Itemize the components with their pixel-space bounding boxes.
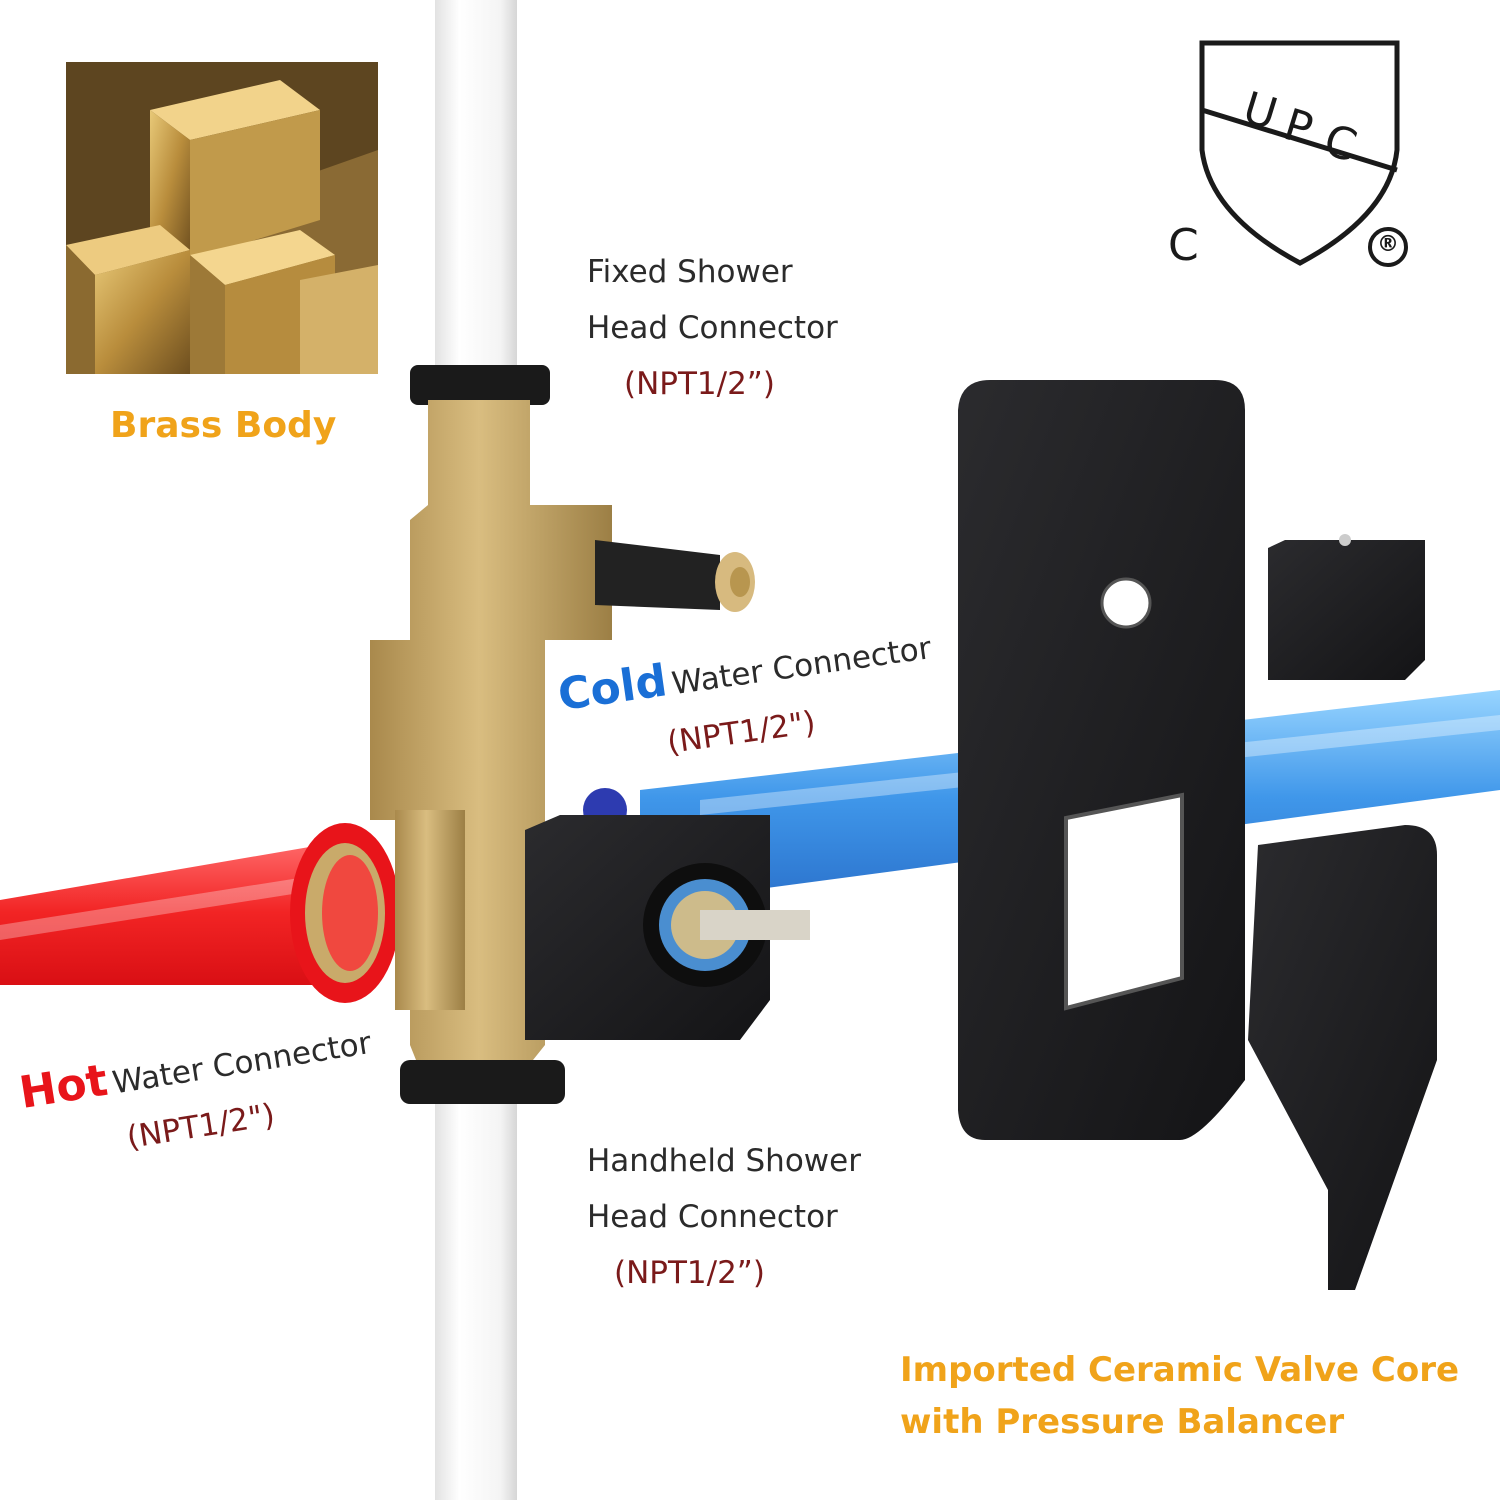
fixed-connector-npt: (NPT1/2”) — [624, 366, 775, 402]
hot-water-pipe — [0, 840, 350, 985]
handheld-connector-line1: Handheld Shower — [587, 1143, 861, 1179]
brass-bars-photo — [66, 62, 378, 374]
handheld-connector-npt: (NPT1/2”) — [614, 1255, 765, 1291]
fixed-connector-line2: Head Connector — [587, 310, 838, 346]
handheld-connector-line2: Head Connector — [587, 1199, 838, 1235]
ceramic-core-line1: Imported Ceramic Valve Core — [900, 1350, 1460, 1390]
diverter-stem — [595, 540, 720, 610]
ceramic-core-line2: with Pressure Balancer — [900, 1402, 1345, 1442]
bottom-connector-cap — [400, 1060, 565, 1104]
fixed-connector-line1: Fixed Shower — [587, 254, 793, 290]
lever-handle — [1248, 825, 1437, 1290]
csa-letter-c: C — [1168, 220, 1199, 271]
registered-mark: ® — [1377, 232, 1399, 257]
brass-body-label: Brass Body — [110, 405, 337, 446]
valve-spindle — [700, 910, 810, 940]
top-connector-cap — [410, 365, 550, 405]
trim-plate — [958, 380, 1245, 1140]
lever-cap — [1268, 540, 1425, 680]
upc-shield — [1199, 40, 1400, 266]
